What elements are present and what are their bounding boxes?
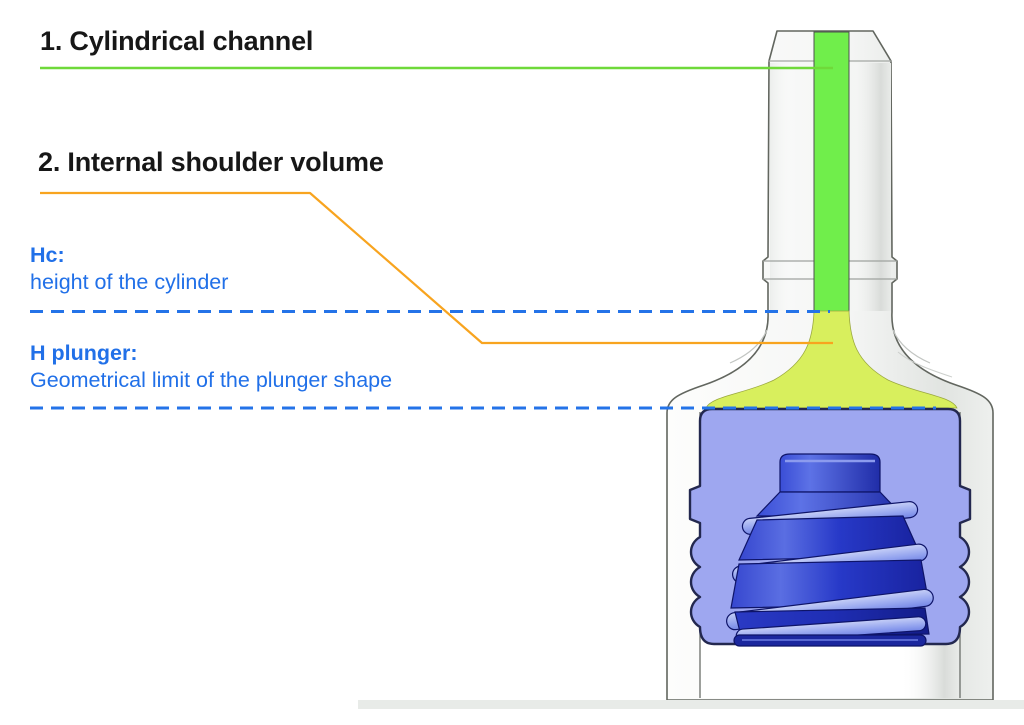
- shoulder-contour-right: [892, 329, 931, 364]
- plunger-cap: [779, 453, 881, 493]
- spiral-plunger: [726, 453, 934, 647]
- hc-description: height of the cylinder: [30, 270, 229, 294]
- nozzle-shade-left: [770, 63, 814, 311]
- label-internal-shoulder-volume: 2. Internal shoulder volume: [38, 147, 384, 177]
- label-hc: Hc: height of the cylinder: [30, 242, 228, 296]
- leader-line-orange: [40, 191, 833, 345]
- nozzle-shade-right: [850, 63, 891, 311]
- cylindrical-channel: [813, 31, 850, 313]
- label-h-plunger: H plunger: Geometrical limit of the plun…: [30, 340, 392, 394]
- h-plunger-description: Geometrical limit of the plunger shape: [30, 368, 393, 392]
- label-cylindrical-channel: 1. Cylindrical channel: [40, 26, 314, 56]
- internal-shoulder-volume: [705, 310, 958, 409]
- shoulder-contour-left: [729, 329, 768, 364]
- hc-term: Hc:: [30, 243, 65, 267]
- shadow-band: [358, 700, 1024, 709]
- shoulder-contour-right-2: [897, 351, 953, 378]
- h-plunger-term: H plunger:: [30, 341, 138, 365]
